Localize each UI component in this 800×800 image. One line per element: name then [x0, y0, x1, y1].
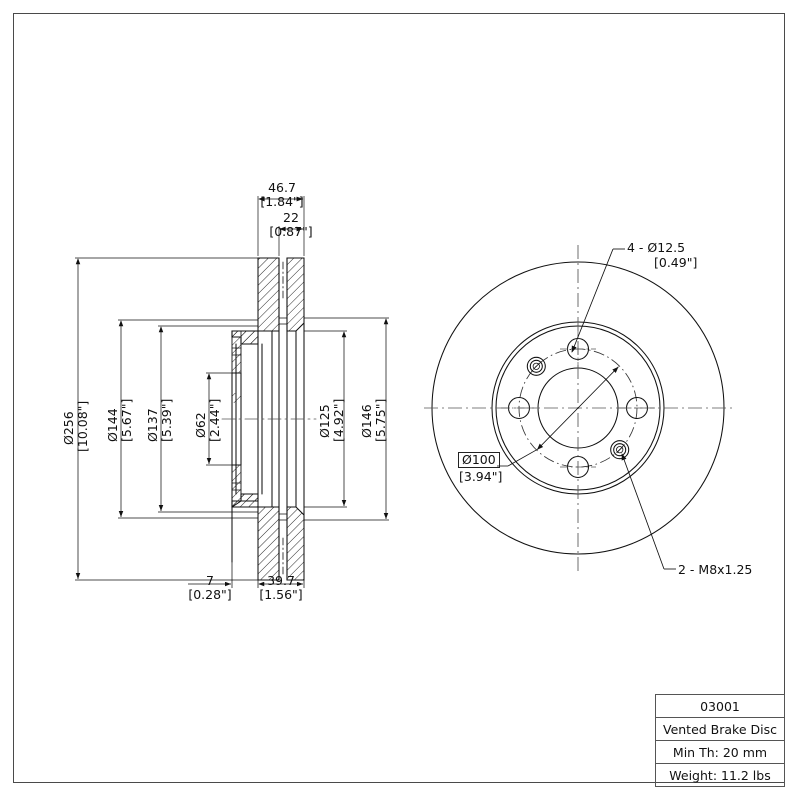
dim-outer-diameter-mm: Ø256 — [61, 411, 76, 445]
title-block-part-number: 03001 — [655, 694, 785, 718]
dim-overall-height-mm: 46.7 — [268, 180, 296, 195]
dim-outer-diameter-inch: [10.08"] — [75, 400, 90, 452]
dim-disc-thickness-inch: [0.87"] — [269, 224, 313, 239]
callout-lug-holes-line2: [0.49"] — [654, 255, 698, 270]
dim-overall-height-inch: [1.84"] — [260, 194, 304, 209]
section-view-geometry — [221, 257, 317, 581]
dim-friction-inner-mm: Ø137 — [145, 408, 160, 442]
callout-lug-holes-line1: 4 - Ø12.5 — [627, 240, 686, 255]
dim-hat-flange-thickness-mm: 7 — [206, 573, 214, 588]
dim-hat-offset-inch: [1.56"] — [259, 587, 303, 602]
thickness-dimensions — [257, 196, 305, 256]
diameter-dimensions-right — [304, 317, 389, 521]
dim-disc-thickness-mm: 22 — [283, 210, 299, 225]
thread-symbol — [532, 362, 624, 454]
dim-center-bore-mm: Ø62 — [193, 412, 208, 438]
dim-friction-outer-mm: Ø144 — [105, 408, 120, 442]
threaded-hole-leader — [621, 453, 676, 570]
title-block: 03001 Vented Brake Disc Min Th: 20 mm We… — [655, 694, 785, 787]
bolt-circle-leader — [497, 366, 619, 467]
dim-friction-inner-inch: [5.39"] — [159, 398, 174, 442]
title-block-description: Vented Brake Disc — [655, 717, 785, 741]
title-block-min-thickness: Min Th: 20 mm — [655, 740, 785, 764]
dim-pad-contact-inch: [5.75"] — [373, 398, 388, 442]
lug-hole-leader — [571, 248, 625, 353]
dim-hat-diameter-inch: [4.92"] — [331, 398, 346, 442]
dim-hat-offset-mm: 39.7 — [267, 573, 295, 588]
callout-threaded-holes: 2 - M8x1.25 — [678, 562, 753, 577]
diameter-dimensions-left — [75, 257, 258, 581]
dim-pad-contact-mm: Ø146 — [359, 404, 374, 438]
dim-center-bore-inch: [2.44"] — [207, 398, 222, 442]
bolt-circle-value: Ø100 — [458, 452, 500, 468]
sheet-border — [13, 13, 785, 783]
dim-friction-outer-inch: [5.67"] — [119, 398, 134, 442]
title-block-weight: Weight: 11.2 lbs — [655, 763, 785, 787]
dim-hat-flange-thickness-inch: [0.28"] — [188, 587, 232, 602]
bottom-dimensions — [188, 507, 305, 588]
dim-hat-diameter-mm: Ø125 — [317, 404, 332, 438]
callout-bolt-circle-line1: Ø100 — [458, 452, 500, 468]
callout-bolt-circle-line2: [3.94"] — [459, 469, 503, 484]
